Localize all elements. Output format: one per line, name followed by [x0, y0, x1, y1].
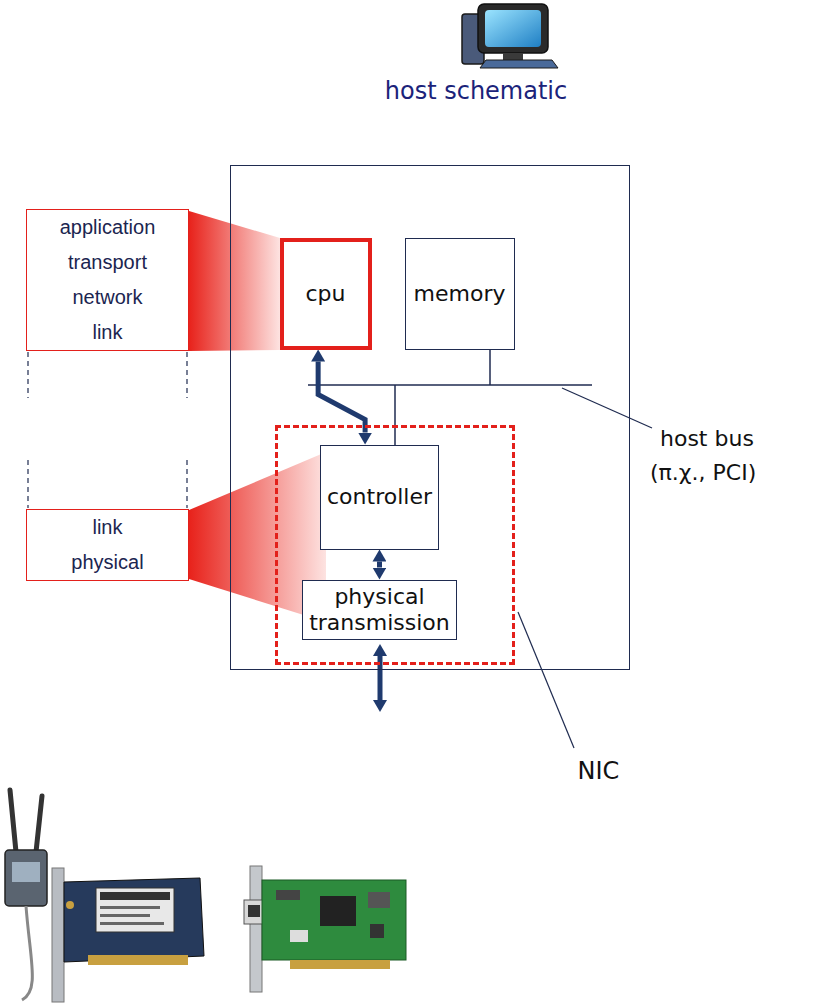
box-label: controller	[327, 484, 432, 509]
host-box: host schematiccpumemoryNICcontrollerphys…	[230, 165, 630, 670]
bus-label: host bus	[660, 426, 754, 452]
box-label: network	[72, 286, 142, 309]
bus-example-label: (π.χ., PCI)	[650, 460, 756, 486]
box-label: link	[92, 516, 122, 539]
box-label: link	[92, 321, 122, 344]
layer-row: network	[27, 280, 188, 315]
leader-line	[562, 388, 652, 428]
box-label: physical	[71, 551, 143, 574]
computer-icon	[462, 4, 558, 68]
box-heading: host schematic	[385, 77, 567, 106]
layer-row: transport	[27, 245, 188, 280]
nic-box: NICcontrollerphysical transmission	[275, 425, 515, 665]
controller-box: controller	[320, 445, 440, 550]
box-label: memory	[414, 281, 506, 306]
layer-stack-outline	[27, 210, 188, 580]
box-heading: NIC	[578, 757, 620, 786]
transmission-box: physical transmission	[302, 580, 458, 640]
ethernet-card-picture	[244, 866, 406, 992]
box-label: cpu	[305, 281, 345, 306]
layer-row: link	[27, 315, 188, 350]
host-bus	[308, 350, 592, 445]
stack-continuation	[28, 352, 187, 508]
layer-row: physical	[27, 545, 188, 580]
box-label: physical transmission	[304, 584, 454, 635]
leader-line	[518, 612, 574, 748]
layer-row: link	[27, 510, 188, 545]
box-label: application	[60, 216, 156, 239]
layer-row: application	[27, 210, 188, 245]
box-label: transport	[68, 251, 147, 274]
bus-arrow	[377, 562, 382, 568]
cpu-box: cpu	[280, 238, 372, 350]
bus-arrow	[318, 362, 365, 433]
layer-wedge	[189, 211, 280, 351]
memory-box: memory	[405, 238, 515, 350]
wireless-card-picture	[5, 790, 204, 1002]
